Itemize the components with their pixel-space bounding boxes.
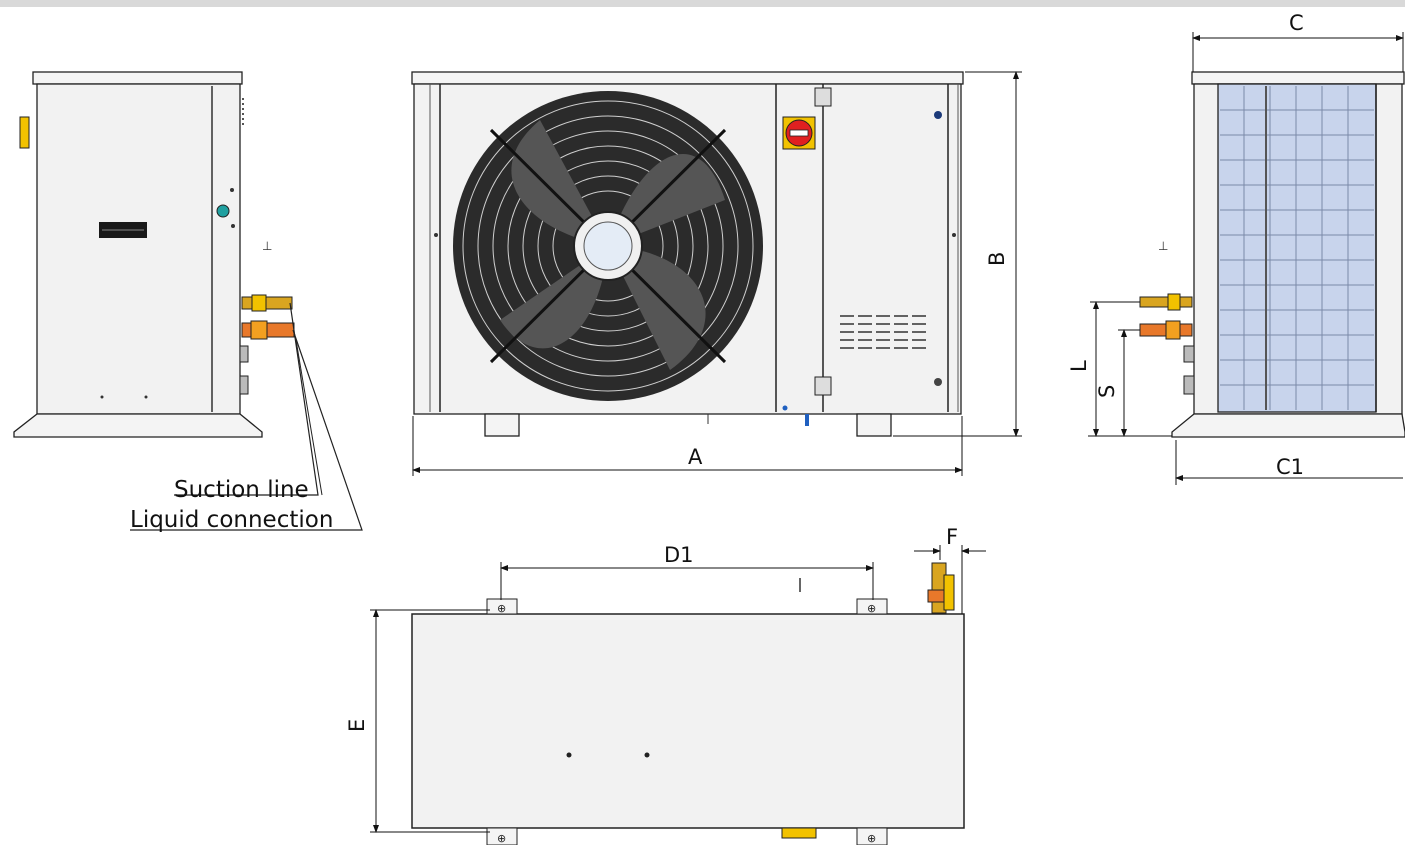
dimension-c-label: C	[1289, 11, 1304, 35]
svg-text:⊕: ⊕	[867, 832, 876, 845]
top-view: ⊕ ⊕ ⊕ ⊕	[411, 562, 965, 845]
dimension-c	[1192, 32, 1404, 72]
dimension-c1	[1175, 440, 1403, 485]
svg-text:⊥: ⊥	[1158, 239, 1168, 253]
suction-line-label: Suction line	[174, 477, 309, 503]
dimension-f	[914, 545, 986, 614]
left-side-view: ⊥	[13, 71, 363, 531]
svg-text:⊥: ⊥	[262, 239, 272, 253]
dimension-l-label: L	[1067, 360, 1091, 372]
dimension-d1	[500, 562, 874, 600]
dimension-f-label: F	[946, 525, 958, 549]
top-bar	[0, 0, 1405, 7]
liquid-connection-label: Liquid connection	[130, 507, 333, 533]
dimension-d1-label: D1	[664, 543, 694, 567]
dimension-b-label: B	[985, 252, 1009, 266]
dimension-a	[412, 416, 963, 476]
svg-text:⊕: ⊕	[867, 602, 876, 615]
right-side-view: ⊥	[1139, 71, 1405, 438]
dimension-s-label: S	[1095, 385, 1119, 398]
dimension-c1-label: C1	[1276, 455, 1304, 479]
dimension-e-label: E	[345, 719, 369, 732]
front-view	[411, 71, 964, 437]
svg-text:⊕: ⊕	[497, 602, 506, 615]
svg-text:⊕: ⊕	[497, 832, 506, 845]
dimension-l	[1088, 301, 1172, 437]
dimension-b	[893, 71, 1022, 437]
dimension-a-label: A	[688, 445, 703, 469]
dimension-e	[370, 609, 490, 833]
dimension-s	[1118, 329, 1140, 437]
